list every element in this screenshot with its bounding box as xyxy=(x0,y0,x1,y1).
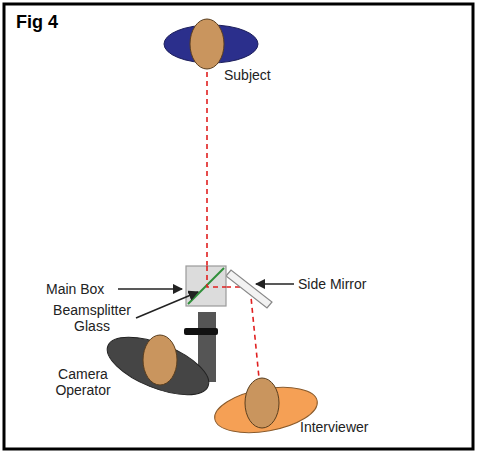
subject-head xyxy=(190,19,224,69)
figure-title: Fig 4 xyxy=(16,12,58,32)
main-box xyxy=(186,266,226,306)
leader-arrow xyxy=(256,283,294,285)
part-label: Interviewer xyxy=(300,419,368,435)
interviewer-head xyxy=(245,378,279,428)
camera-handle xyxy=(184,328,218,335)
part-label: Side Mirror xyxy=(298,276,366,292)
beamsplitter-glass xyxy=(188,268,224,304)
part-label: Camera Operator xyxy=(48,366,118,398)
part-label: Subject xyxy=(224,67,271,83)
leader-arrow xyxy=(118,288,182,290)
operator-body xyxy=(100,325,217,406)
part-label: Main Box xyxy=(46,281,104,297)
part-label: Beamsplitter Glass xyxy=(50,302,134,334)
frame xyxy=(4,4,473,449)
leader-arrow xyxy=(136,292,198,318)
side-mirror xyxy=(226,270,272,308)
sight-line-inner xyxy=(207,266,226,287)
operator-head xyxy=(143,335,177,385)
